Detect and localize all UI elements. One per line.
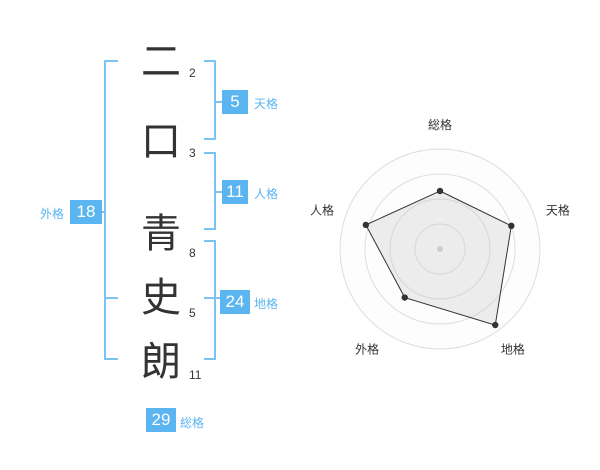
- radar-axis-label-2: 天格: [546, 203, 570, 218]
- radar-point-5: [362, 221, 370, 229]
- radar-point-1: [436, 187, 444, 195]
- jinkaku-label: 人格: [254, 187, 279, 201]
- gaikaku-label: 外格: [40, 207, 65, 221]
- tenkaku-label: 天格: [254, 97, 279, 111]
- radar-axis-label-5: 人格: [310, 203, 334, 218]
- jinkaku-badge: 11: [222, 180, 248, 204]
- radar-axis-label-1: 総格: [428, 117, 452, 132]
- chikaku-label: 地格: [254, 297, 279, 311]
- name-char-3: 青: [141, 211, 181, 257]
- chikaku-badge: 24: [220, 290, 250, 314]
- name-char-4: 史: [141, 275, 181, 321]
- radar-ring-1: [414, 223, 466, 275]
- gaikaku-badge: 18: [70, 200, 102, 224]
- radar-point-4: [401, 294, 408, 301]
- radar-ring-2: [389, 198, 491, 300]
- radar-center-dot: [437, 246, 443, 252]
- soukaku-badge: 29: [146, 408, 176, 432]
- stroke-count-4: 5: [189, 306, 196, 320]
- radar-polygon: [365, 190, 512, 326]
- radar-axis-label-4: 外格: [355, 341, 379, 356]
- gaikaku-bracket-tick: [104, 297, 118, 299]
- jinkaku-connector: [216, 191, 222, 193]
- chikaku-bracket: [204, 240, 216, 360]
- soukaku-label: 総格: [180, 416, 205, 430]
- radar-point-2: [508, 222, 515, 230]
- jinkaku-bracket: [204, 152, 216, 230]
- radar-ring-3: [364, 173, 516, 325]
- radar-axis-label-3: 地格: [501, 341, 525, 356]
- stroke-count-2: 3: [189, 146, 196, 160]
- radar-point-3: [492, 321, 499, 329]
- tenkaku-connector: [216, 101, 222, 103]
- chikaku-connector: [204, 297, 222, 299]
- name-char-5: 朗: [141, 339, 181, 385]
- tenkaku-badge: 5: [222, 90, 248, 114]
- name-char-1: 二: [141, 39, 181, 85]
- stroke-count-1: 2: [189, 66, 196, 80]
- tenkaku-bracket: [204, 60, 216, 140]
- gaikaku-bracket: [104, 60, 118, 360]
- name-char-2: 口: [141, 119, 181, 165]
- stroke-count-5: 11: [189, 368, 202, 382]
- stroke-count-3: 8: [189, 246, 196, 260]
